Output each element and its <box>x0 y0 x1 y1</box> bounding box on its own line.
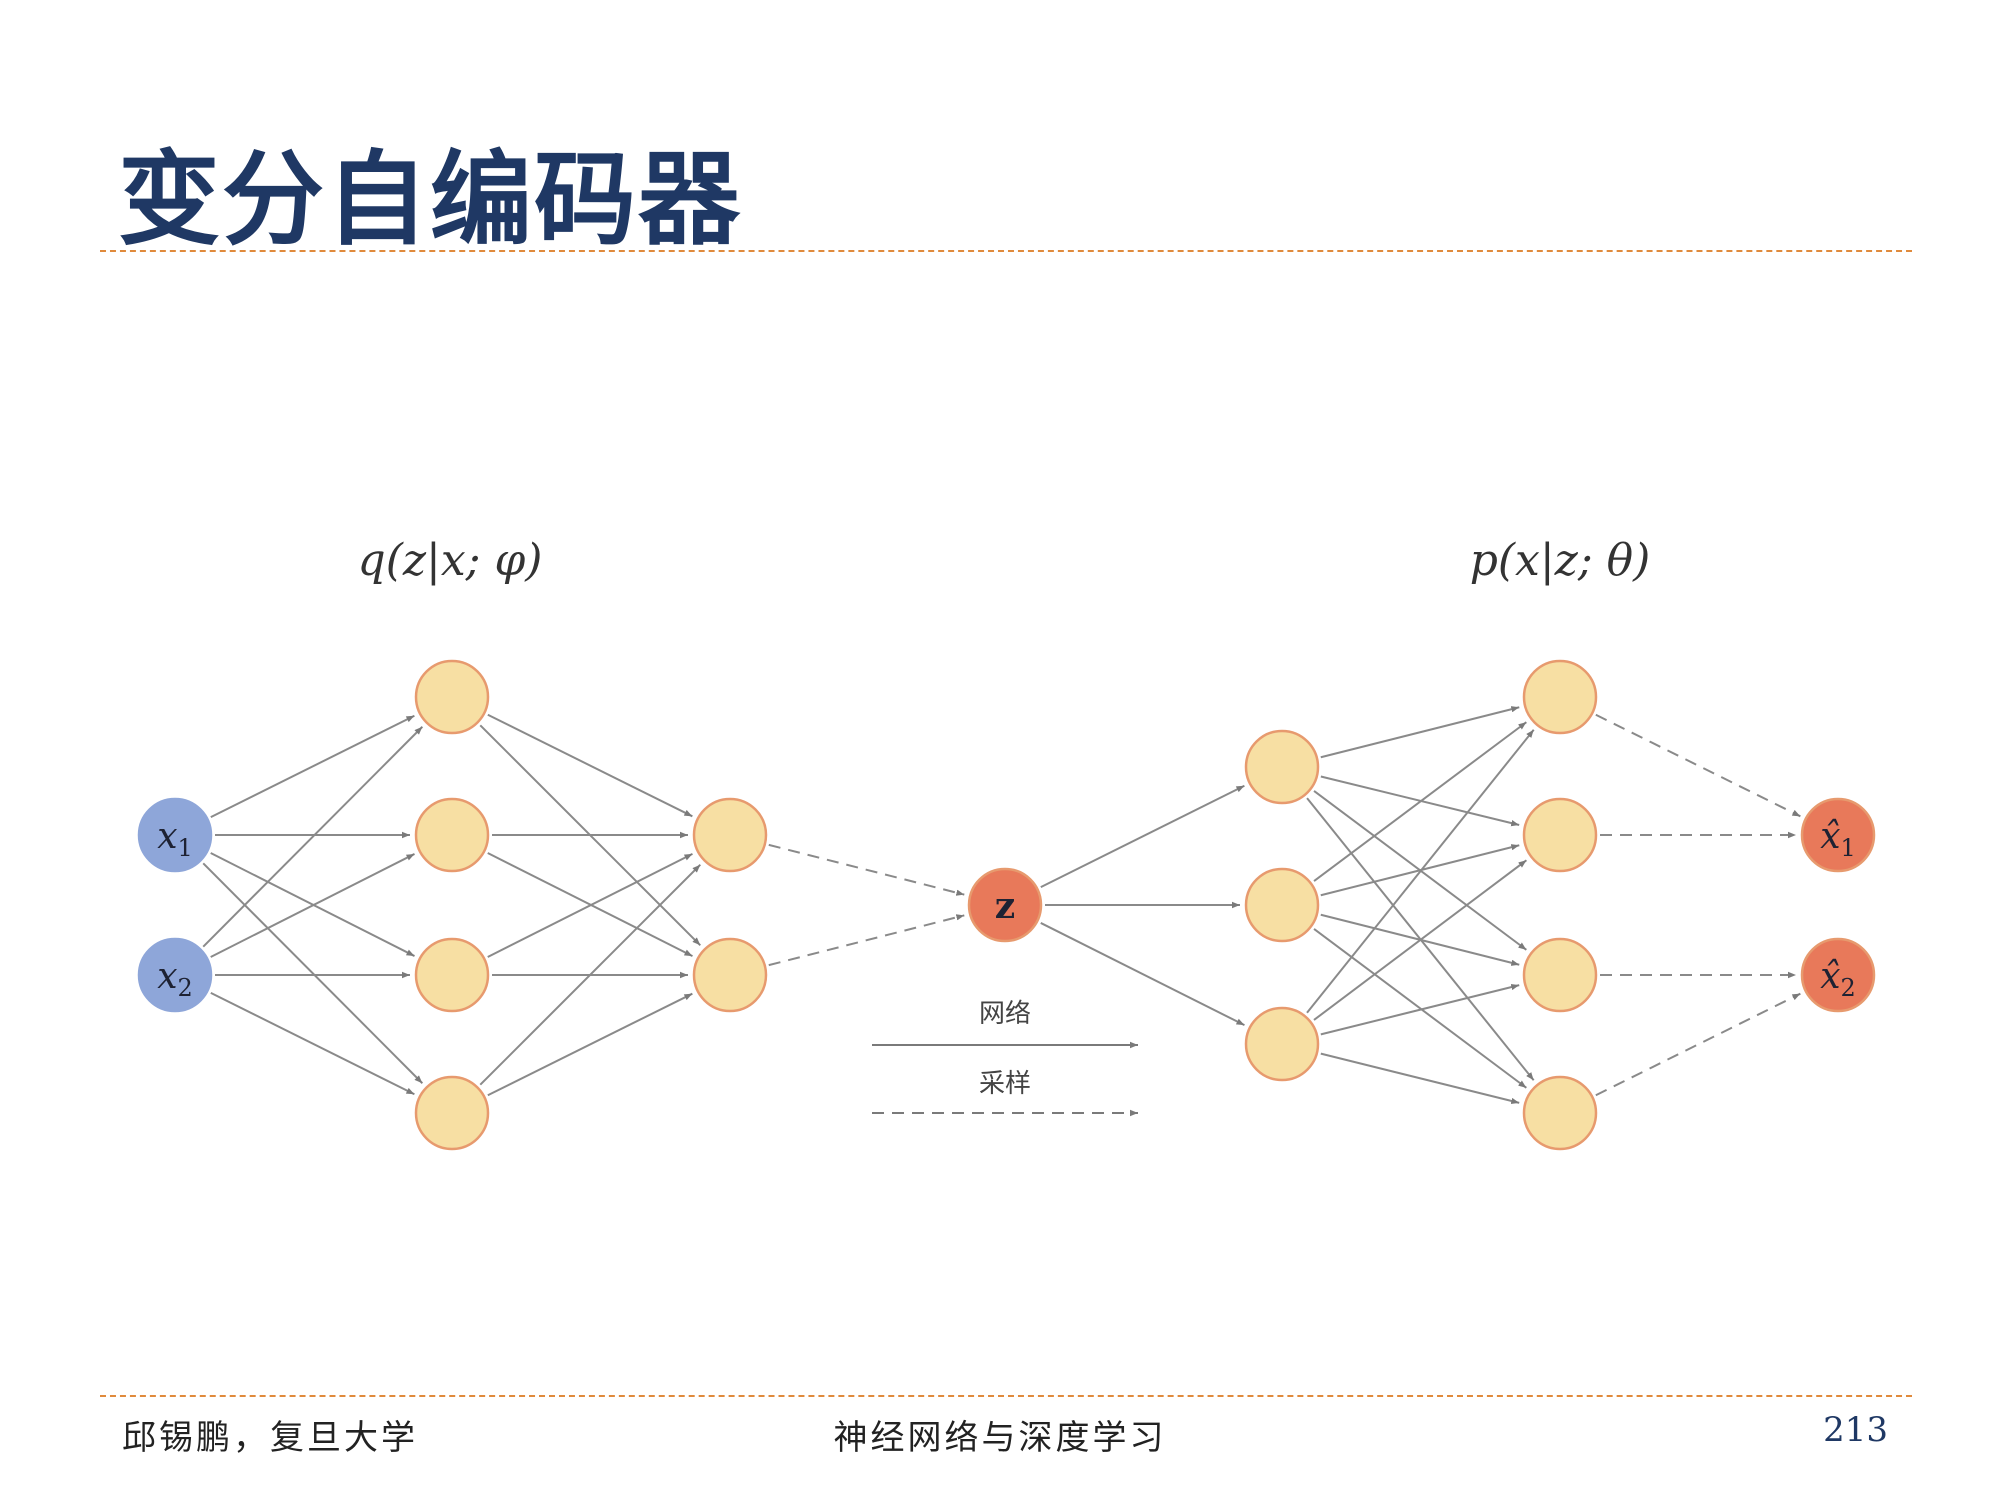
decoder-hidden-node <box>1522 797 1598 873</box>
encoder-label: q(z|x; φ) <box>358 535 543 586</box>
encoder-hidden-node <box>692 937 768 1013</box>
footer-author: 邱锡鹏，复旦大学 <box>122 1418 418 1458</box>
decoder-edge <box>1313 721 1527 882</box>
footer-course-title: 神经网络与深度学习 <box>833 1418 1167 1458</box>
encoder-edge <box>487 713 693 818</box>
encoder-edge <box>210 714 415 819</box>
output-node-label: x̂1 <box>1820 816 1856 862</box>
slide-title: 变分自编码器 <box>118 141 742 260</box>
input-node <box>137 937 213 1013</box>
decoder-hidden-node <box>1522 1075 1598 1151</box>
decoder-hidden-node <box>1244 729 1320 805</box>
sampling-edge <box>1595 992 1801 1097</box>
sampling-edge <box>768 843 965 896</box>
decoder-edge <box>1040 784 1245 889</box>
encoder-edge <box>210 853 415 958</box>
encoder-edge <box>202 726 424 948</box>
footer-divider <box>100 1395 1912 1397</box>
encoder-edge <box>487 852 693 958</box>
decoder-edge <box>1320 983 1520 1036</box>
sampling-edge <box>768 914 965 967</box>
input-node-label: x1 <box>157 816 193 862</box>
decoder-edge <box>1313 928 1527 1089</box>
input-node <box>137 797 213 873</box>
encoder-hidden-node <box>414 797 490 873</box>
decoder-hidden-node <box>1244 1006 1320 1082</box>
encoder-hidden-node <box>692 797 768 873</box>
decoder-hidden-node <box>1522 659 1598 735</box>
decoder-edge <box>1320 706 1520 759</box>
output-node-label: x̂2 <box>1820 956 1856 1002</box>
decoder-label: p(x|z; θ) <box>1470 535 1651 586</box>
encoder-hidden-node <box>414 659 490 735</box>
output-node <box>1800 937 1876 1013</box>
decoder-edge <box>1040 922 1245 1027</box>
legend-sampling-label: 采样 <box>979 1069 1031 1099</box>
decoder-edge <box>1320 1052 1520 1105</box>
encoder-edge <box>479 863 702 1086</box>
output-node <box>1800 797 1876 873</box>
latent-node <box>967 867 1043 943</box>
legend-network-label: 网络 <box>979 999 1031 1029</box>
page-number: 213 <box>1823 1410 1888 1450</box>
decoder-edge <box>1306 729 1535 1014</box>
sampling-edge <box>1595 713 1801 818</box>
encoder-edge <box>202 862 424 1084</box>
legend: 网络 采样 <box>872 999 1138 1117</box>
encoder-edge <box>210 991 415 1096</box>
decoder-hidden-node <box>1244 867 1320 943</box>
encoder-hidden-node <box>414 1075 490 1151</box>
encoder-hidden-node <box>414 937 490 1013</box>
input-node-label: x2 <box>157 956 193 1002</box>
decoder-hidden-node <box>1522 937 1598 1013</box>
latent-node-label: z <box>995 885 1015 927</box>
encoder-edge <box>487 992 693 1097</box>
title-divider <box>100 250 1912 252</box>
decoder-edge <box>1313 859 1528 1021</box>
